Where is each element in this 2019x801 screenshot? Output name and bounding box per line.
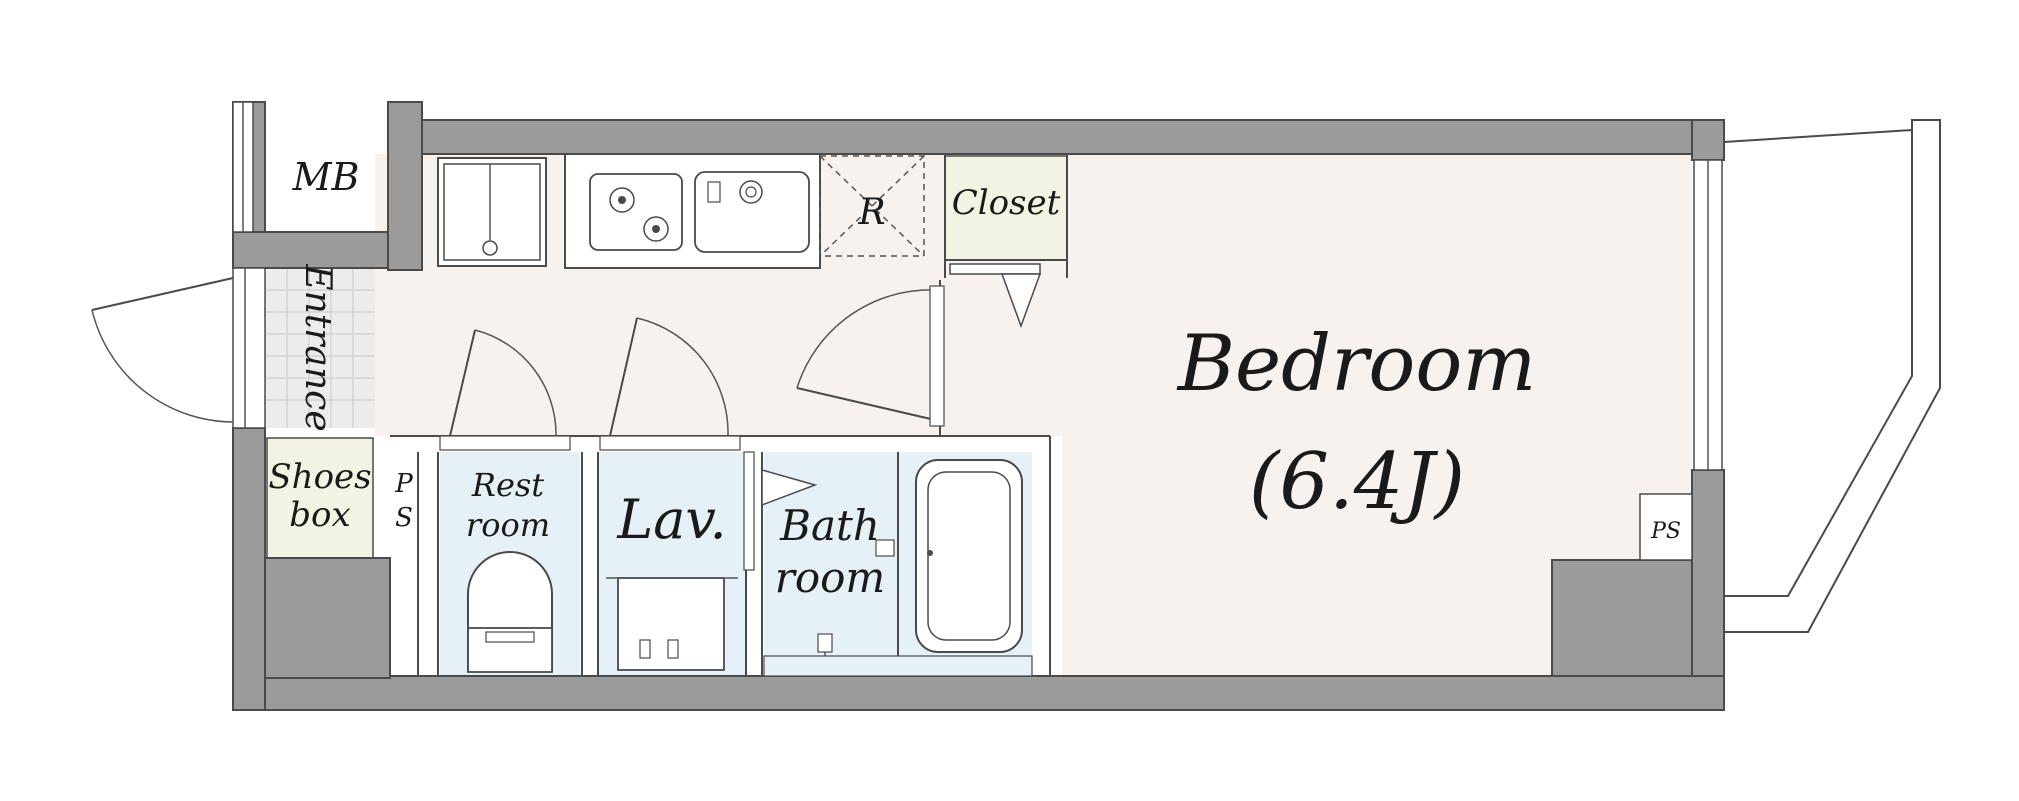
shoes-box-label-line2: box — [289, 495, 350, 535]
lavatory-wall-mirror — [743, 451, 755, 571]
lavatory-label: Lav. — [616, 488, 726, 551]
left-wall-lower — [232, 427, 266, 711]
bath-faucet-icon — [817, 539, 895, 662]
lavatory-door-swing-icon — [599, 317, 741, 451]
stove-icon — [589, 173, 683, 251]
washer-pan-icon — [437, 157, 547, 267]
rest-room-label-line2: room — [466, 506, 550, 544]
closet-area — [944, 155, 1068, 261]
entrance-door-frame — [232, 267, 266, 429]
balcony-outline — [1723, 119, 1941, 633]
bath-room-bottom-strip — [763, 655, 1033, 677]
bedroom-door-swing-icon — [796, 285, 945, 427]
entrance-tile-grid — [265, 268, 375, 428]
closet-door — [949, 263, 1041, 275]
rest-room-label-line1: Rest — [471, 466, 544, 504]
shoes-box-label-line1: Shoes — [268, 457, 371, 497]
toilet-icon — [467, 551, 553, 673]
ps-right-box — [1639, 493, 1693, 561]
closet-label: Closet — [952, 183, 1061, 223]
mb-right-wall — [387, 101, 423, 271]
vanity-sink-icon — [606, 577, 738, 671]
entrance-label: Entrance — [297, 263, 338, 431]
bedroom-step-wall — [1551, 559, 1693, 677]
bath-door-indicator-icon — [761, 469, 818, 507]
sink-icon — [694, 171, 810, 253]
entrance-door-swing-icon — [91, 277, 234, 423]
closet-door-indicator-icon — [1000, 273, 1042, 329]
bathtub-icon — [915, 459, 1023, 653]
right-wall-lower — [1691, 469, 1725, 711]
top-wall — [421, 119, 1725, 155]
ps-right-label: PS — [1650, 519, 1681, 544]
refrigerator-space — [819, 155, 925, 257]
bath-room-label-line2: room — [775, 553, 885, 602]
bottom-wall — [232, 675, 1725, 711]
bedroom-floor — [1062, 154, 1692, 676]
mb-bottom-wall — [232, 231, 396, 269]
bedroom-label: Bedroom — [1176, 319, 1537, 409]
lower-left-mass — [264, 557, 391, 679]
refrigerator-label: R — [857, 192, 885, 233]
ps-left-label-line2: S — [395, 503, 413, 533]
right-wall-upper — [1691, 119, 1725, 161]
bedroom-size-label: (6.4J) — [1249, 437, 1465, 527]
mb-label: MB — [292, 155, 360, 199]
ps-left-label-line1: P — [394, 469, 413, 499]
rest-room-door-swing-icon — [439, 329, 571, 451]
entrance-floor — [265, 268, 375, 428]
bath-room-label-line1: Bath — [779, 501, 880, 550]
